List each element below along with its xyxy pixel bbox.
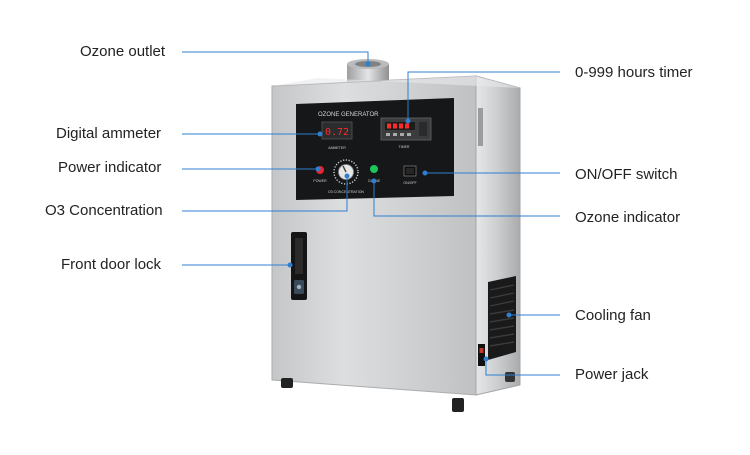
label-ozone-indicator: Ozone indicator: [575, 209, 681, 226]
ammeter-display: [321, 121, 353, 140]
label-hours-timer: 0-999 hours timer: [575, 64, 693, 81]
leader-dots: [287, 61, 512, 362]
leader-power-jack: [485, 359, 560, 376]
power-jack: [478, 344, 485, 366]
timer-label: TIMER: [399, 145, 410, 149]
front-door-lock[interactable]: [291, 232, 307, 300]
ammeter-reading: 0.72: [325, 127, 349, 138]
concentration-label: O3 CONCENTRATION: [328, 190, 364, 194]
ammeter-label: AMMETER: [328, 146, 346, 150]
panel-brand: OZONE GENERATOR: [318, 112, 379, 118]
label-power-jack: Power jack: [575, 366, 649, 383]
switch-label: ON/OFF: [403, 181, 416, 185]
control-panel: OZONE GENERATOR 0.72 AMMETER TIMER POWER…: [296, 98, 454, 200]
label-power-indicator: Power indicator: [58, 159, 162, 176]
leader-ozone-indicator: [373, 181, 560, 217]
knob-scale: [333, 159, 359, 185]
cooling-fan: [488, 276, 516, 360]
label-cooling-fan: Cooling fan: [575, 307, 651, 324]
side-hinge: [478, 108, 483, 146]
label-front-door-lock: Front door lock: [61, 256, 162, 273]
label-ozone-outlet: Ozone outlet: [80, 43, 166, 60]
label-digital-ammeter: Digital ammeter: [56, 125, 162, 142]
ozone-led: [370, 165, 378, 173]
power-label: POWER: [313, 179, 327, 183]
leader-o3-concentration: [182, 176, 348, 212]
leader-lines: [182, 51, 560, 376]
label-o3-concentration: O3 Concentration: [45, 202, 163, 219]
leader-ozone-outlet: [182, 51, 369, 64]
leader-hours-timer: [407, 71, 560, 121]
label-on-off-switch: ON/OFF switch: [575, 166, 678, 183]
